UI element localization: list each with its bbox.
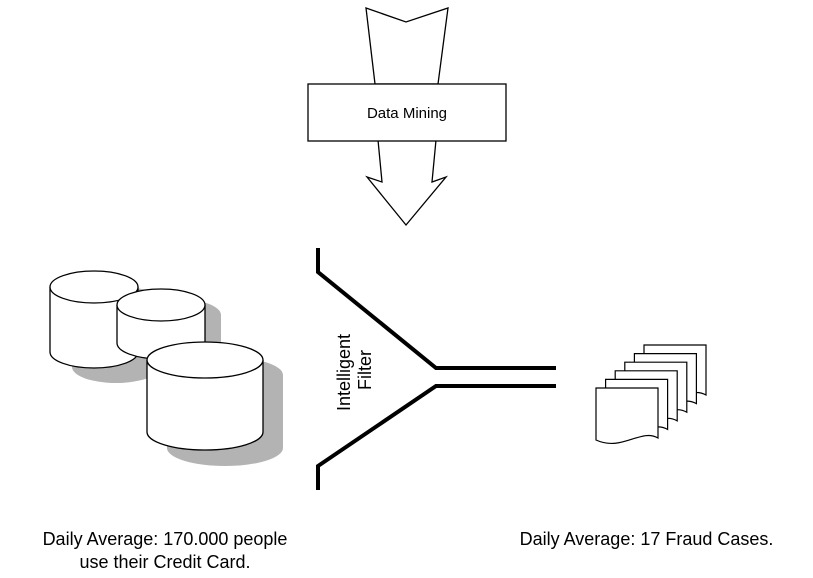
db-cylinder-1-top	[49, 270, 139, 304]
filter-label-line1: Intelligent	[334, 334, 354, 411]
db-cylinder-3-body	[146, 360, 264, 451]
caption-right-line: Daily Average: 17 Fraud Cases.	[519, 529, 774, 549]
arrow-top-segment	[365, 7, 449, 85]
arrow-bottom-segment	[365, 139, 449, 227]
funnel-lower-line	[316, 384, 556, 490]
filter-label: Intelligent Filter	[334, 329, 375, 411]
funnel-upper-line	[316, 248, 556, 370]
down-arrow-icon	[365, 7, 449, 227]
caption-left-line1: Daily Average: 170.000 people	[42, 529, 288, 549]
data-mining-rect	[307, 83, 507, 142]
caption-right: Daily Average: 17 Fraud Cases.	[480, 528, 813, 551]
data-mining-label: Data Mining	[367, 105, 447, 122]
db-cylinder-1-body	[49, 287, 139, 369]
db-cylinder-3-top	[146, 341, 264, 379]
filter-label-line2: Filter	[355, 350, 375, 390]
funnel-icon: Intelligent Filter	[316, 248, 556, 490]
caption-left: Daily Average: 170.000 people use their …	[0, 528, 330, 574]
document-stack-icon	[595, 344, 707, 445]
data-mining-box: Data Mining	[307, 83, 507, 142]
document-sheet	[595, 387, 659, 445]
caption-left-line2: use their Credit Card.	[79, 552, 251, 572]
database-cylinder-icon	[49, 270, 283, 466]
db-cylinder-2-top	[116, 288, 206, 322]
